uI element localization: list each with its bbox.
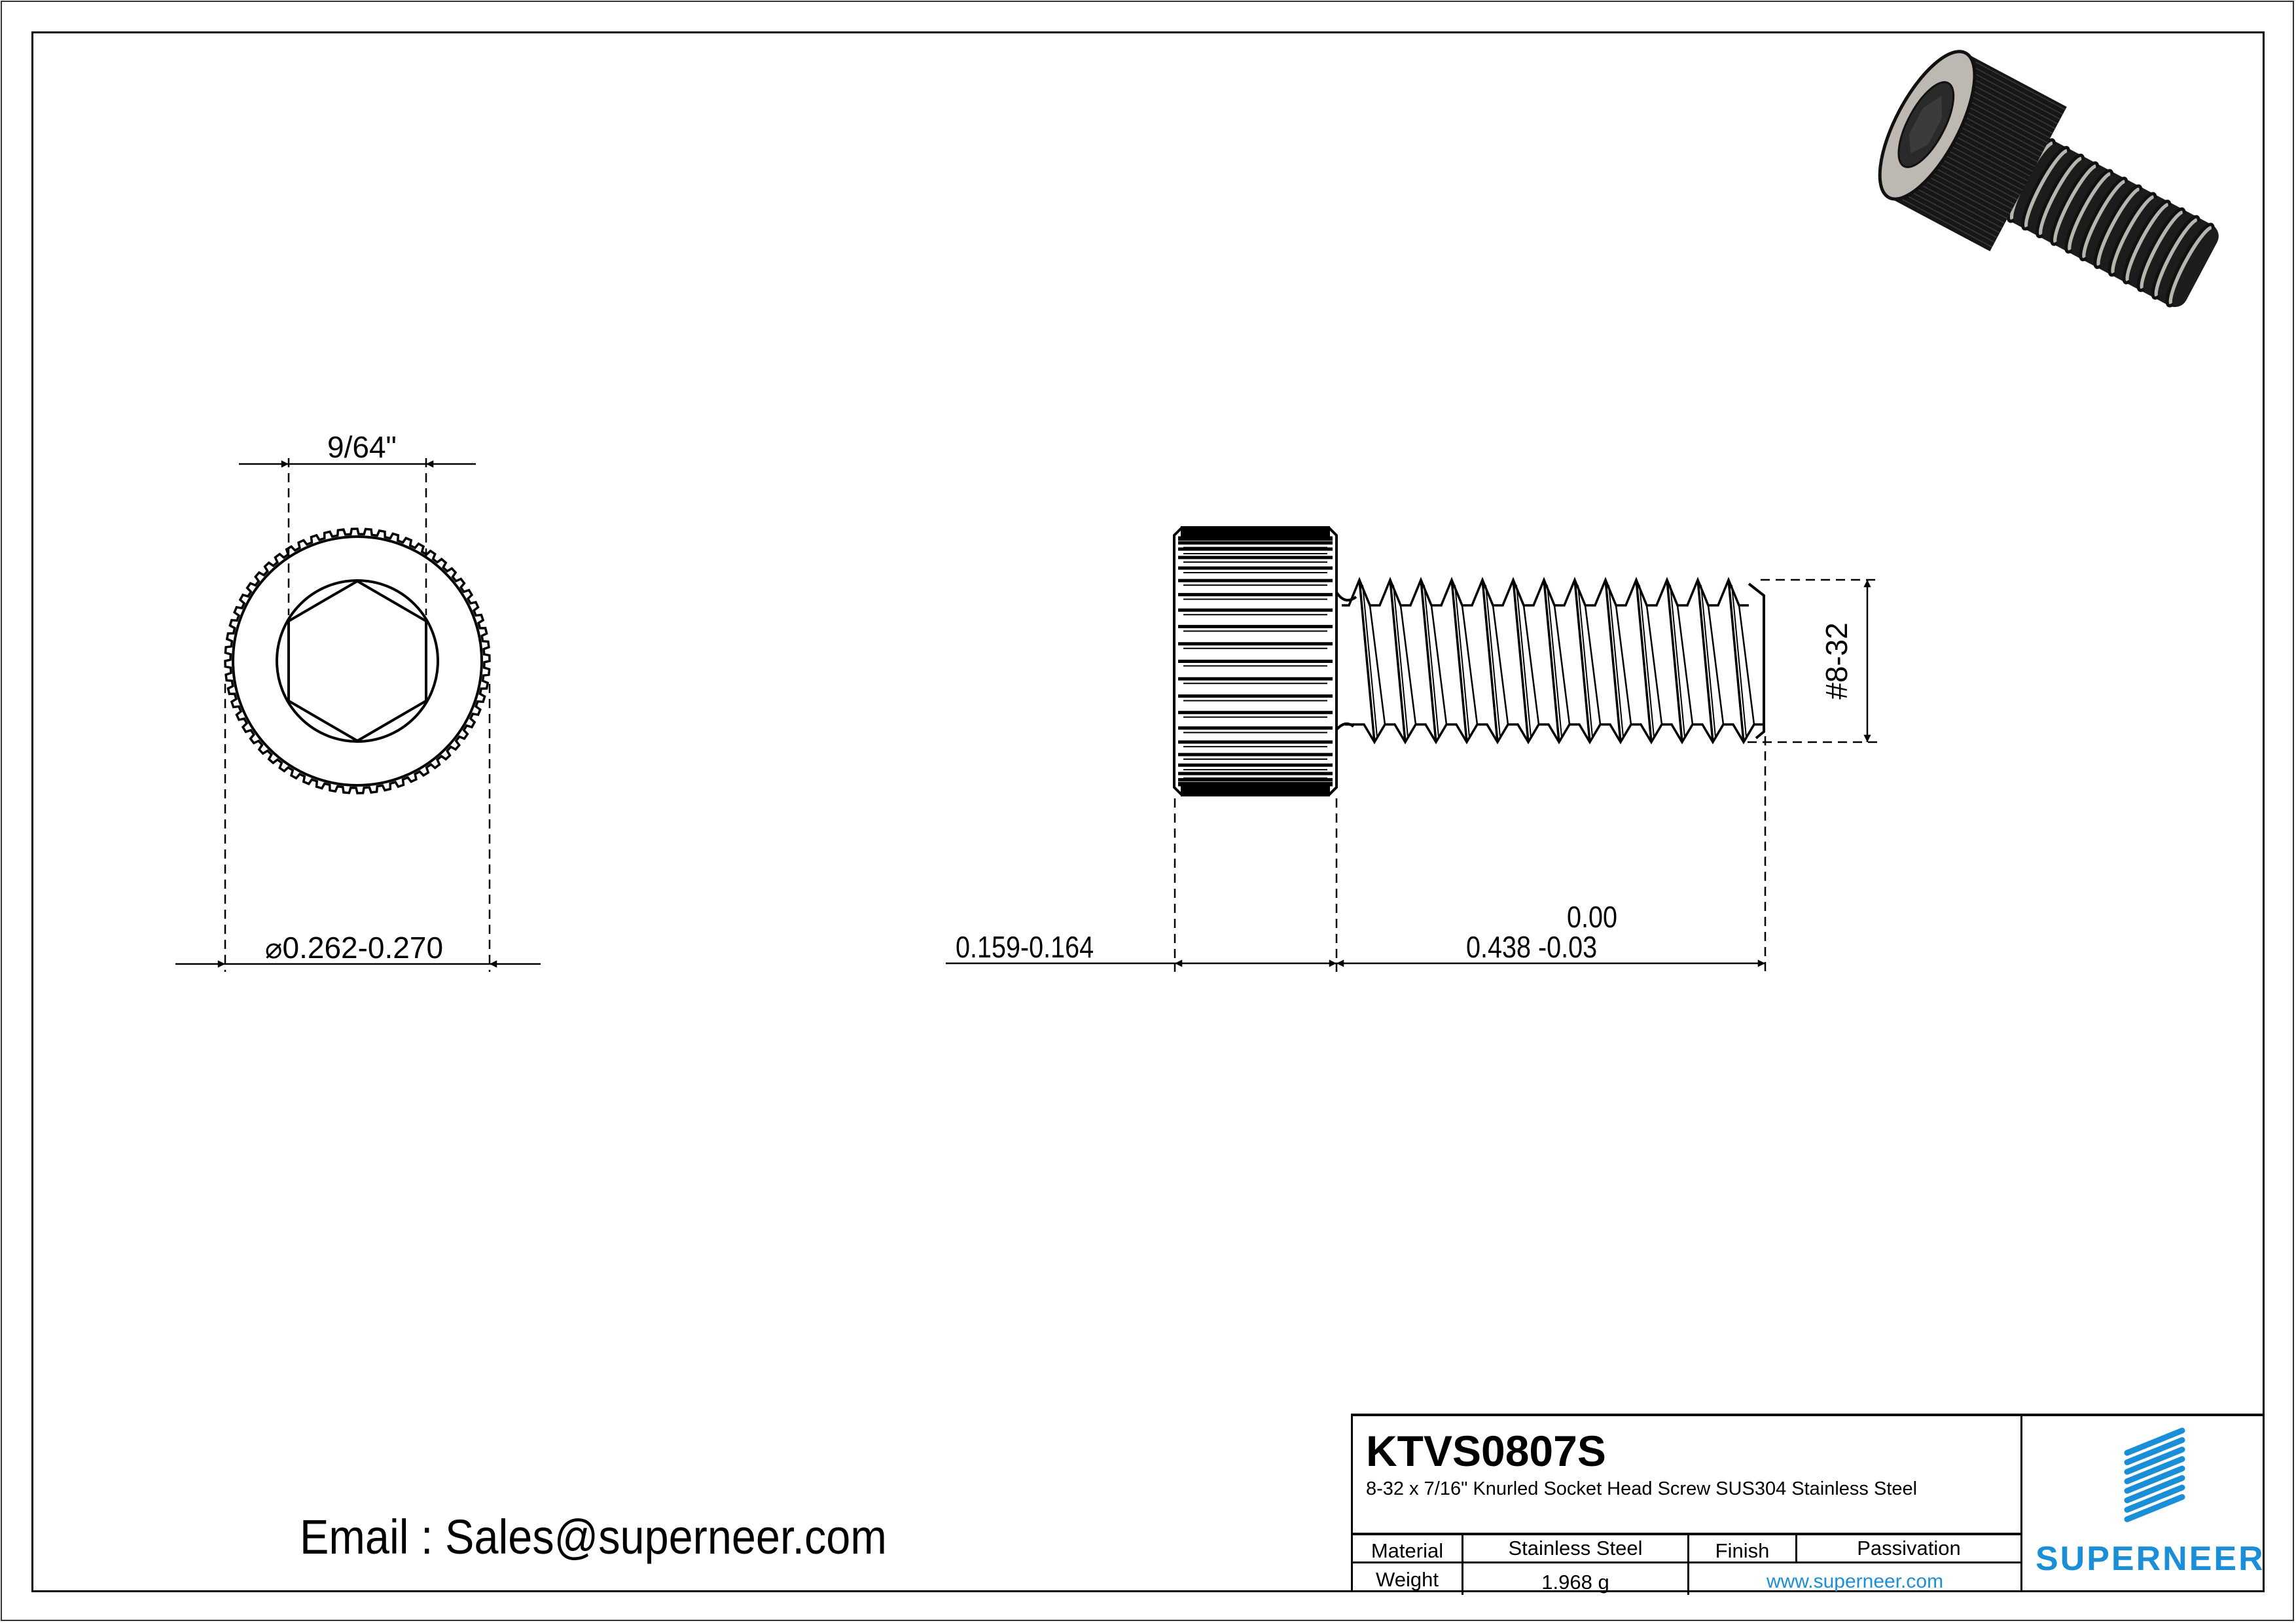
material-label: Material <box>1371 1539 1444 1562</box>
weight-value: 1.968 g <box>1541 1571 1609 1594</box>
dim-head-height: 0.159-0.164 <box>956 930 1094 964</box>
underhead-fillet <box>1335 591 1357 602</box>
weight-label: Weight <box>1376 1568 1439 1591</box>
dim-thread-size: #8-32 <box>1820 622 1854 700</box>
drawing-frame <box>31 31 2265 1592</box>
dim-head-diameter: ⌀0.262-0.270 <box>265 933 443 963</box>
render-hex-socket <box>1909 96 1943 154</box>
tb-divider <box>1795 1534 1797 1562</box>
knurl-ribs <box>1178 536 1333 790</box>
knurl-outer-ring <box>224 527 491 794</box>
isometric-render <box>1878 50 2219 308</box>
part-description: 8-32 x 7/16" Knurled Socket Head Screw S… <box>1366 1478 1918 1499</box>
logo-cell: SUPERNEER <box>2020 1414 2266 1592</box>
tb-divider <box>1687 1534 1689 1595</box>
render-head <box>1888 53 2067 251</box>
contact-email: Email : Sales@superneer.com <box>300 1510 887 1564</box>
dim-head-diameter-value: 0.262-0.270 <box>282 931 444 965</box>
tb-divider <box>1353 1533 2020 1535</box>
title-block: KTVS0807S 8-32 x 7/16" Knurled Socket He… <box>1351 1414 2266 1595</box>
part-number: KTVS0807S <box>1366 1427 1606 1475</box>
side-view <box>946 526 1878 972</box>
finish-value: Passivation <box>1857 1537 1961 1560</box>
tb-divider <box>1353 1561 2020 1563</box>
dim-socket-size: 9/64" <box>327 430 397 464</box>
dim-length-upper-tol: 0.00 <box>1567 900 1617 934</box>
hex-socket <box>287 579 427 743</box>
website-link[interactable]: www.superneer.com <box>1766 1571 1944 1592</box>
diameter-symbol-icon: ⌀ <box>265 932 283 965</box>
brand-logo-text: SUPERNEER <box>2036 1540 2265 1578</box>
diagonal-stripes-logo-icon <box>2124 1427 2185 1522</box>
head-face-circle <box>232 535 483 787</box>
finish-label: Finish <box>1715 1539 1770 1562</box>
socket-counterbore-circle <box>276 579 439 743</box>
dim-length: 0.438 -0.03 <box>1466 930 1598 964</box>
render-threads <box>2006 138 2215 308</box>
material-value: Stainless Steel <box>1508 1537 1643 1560</box>
tb-divider <box>1462 1534 1463 1595</box>
thread-end-chamfer <box>1748 582 1765 740</box>
thread-profile <box>1342 577 1764 745</box>
end-view <box>175 458 541 972</box>
